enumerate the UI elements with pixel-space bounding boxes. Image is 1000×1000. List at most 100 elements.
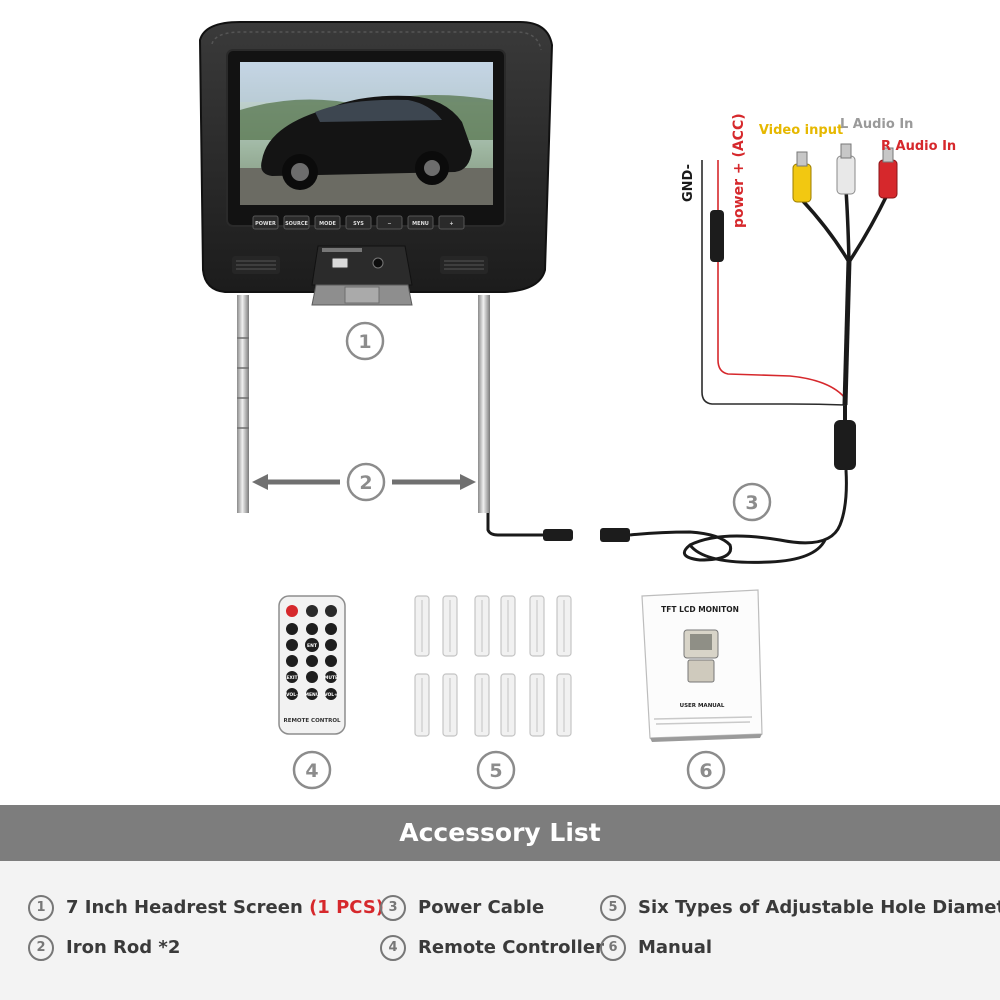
legend-label: Power Cable <box>418 897 545 918</box>
monitor-button[interactable] <box>252 215 279 230</box>
remote-button[interactable] <box>286 671 298 683</box>
remote-key-label: MENU <box>305 692 320 698</box>
callout-number: 3 <box>745 492 758 514</box>
remote-button[interactable] <box>306 605 318 617</box>
remote-button[interactable] <box>325 605 337 617</box>
callout-number: 1 <box>358 331 371 353</box>
legend-label: 7 Inch Headrest Screen <box>66 897 303 918</box>
remote-button[interactable] <box>325 623 337 635</box>
manual-subtitle: USER MANUAL <box>680 703 725 709</box>
legend-number: 1 <box>28 895 54 921</box>
monitor-button[interactable] <box>345 215 372 230</box>
remote-key-label: ENT <box>307 643 318 649</box>
remote-button[interactable] <box>305 638 319 652</box>
monitor-button-label: MENU <box>412 221 429 227</box>
fuse-holder <box>710 210 724 262</box>
legend-item-headrest-screen: 1 7 Inch Headrest Screen (1 PCS) <box>28 893 384 923</box>
legend-item-iron-rod: 2 Iron Rod *2 <box>28 933 180 963</box>
monitor-button[interactable] <box>376 215 403 230</box>
accessory-illustration: POWER SOURCE MODE SYS − MENU + <box>198 21 956 790</box>
accessory-legend: 1 7 Inch Headrest Screen (1 PCS) 2 Iron Ro… <box>0 861 1000 1000</box>
monitor-button-label: MODE <box>319 221 336 227</box>
monitor-button-label: − <box>387 221 391 227</box>
wire-label-r-audio: R Audio In <box>881 139 956 154</box>
legend-number: 3 <box>380 895 406 921</box>
remote-button[interactable] <box>306 623 318 635</box>
user-manual: TFT LCD MONITON USER MANUAL <box>641 589 763 742</box>
remote-button[interactable] <box>325 671 337 683</box>
remote-button[interactable] <box>325 655 337 667</box>
callout-1: 1 <box>345 321 385 361</box>
remote-key-label: VOL+ <box>324 692 338 698</box>
legend-number: 5 <box>600 895 626 921</box>
adjustable-hole-sleeves <box>414 595 572 737</box>
legend-item-remote-controller: 4 Remote Controller <box>380 933 604 963</box>
monitor-screen <box>240 62 493 205</box>
rod-spacing-arrow <box>252 474 476 490</box>
callout-3: 3 <box>732 482 772 522</box>
manual-title: TFT LCD MONITON <box>661 605 739 614</box>
monitor-button-label: SOURCE <box>285 221 308 227</box>
remote-button[interactable] <box>306 671 318 683</box>
rca-video-plug <box>792 151 812 203</box>
callout-number: 6 <box>699 760 712 782</box>
callout-2: 2 <box>346 462 386 502</box>
remote-button[interactable] <box>286 688 298 700</box>
rca-left-audio-plug <box>836 143 856 195</box>
remote-key-label: EXIT <box>286 675 298 681</box>
remote-button[interactable] <box>325 688 337 700</box>
callout-number: 5 <box>489 760 502 782</box>
legend-number: 2 <box>28 935 54 961</box>
callout-6: 6 <box>686 750 726 790</box>
legend-number: 6 <box>600 935 626 961</box>
iron-rod-right <box>478 295 490 513</box>
legend-item-manual: 6 Manual <box>600 933 712 963</box>
headrest-monitor: POWER SOURCE MODE SYS − MENU + <box>198 21 554 513</box>
monitor-button[interactable] <box>438 215 465 230</box>
remote-power-button[interactable] <box>286 605 298 617</box>
callout-number: 4 <box>305 760 318 782</box>
remote-controller: ENT EXIT MUTE VOL- MENU VOL+ REMOTE CONT… <box>278 595 346 735</box>
monitor-button[interactable] <box>407 215 434 230</box>
power-cable <box>486 160 889 564</box>
legend-label: Remote Controller <box>418 937 604 958</box>
cable-connector-male <box>543 529 573 541</box>
remote-keypad <box>286 623 337 700</box>
cable-connector-female <box>600 528 630 542</box>
cable-splitter <box>834 420 856 470</box>
rca-right-audio-plug <box>878 147 898 199</box>
wire-label-video: Video input <box>759 123 843 138</box>
usb-port[interactable] <box>331 257 349 269</box>
wire-label-video-text: Video input <box>759 123 843 138</box>
monitor-button-label: + <box>449 221 453 227</box>
monitor-button-label: POWER <box>255 221 276 227</box>
legend-item-power-cable: 3 Power Cable <box>380 893 544 923</box>
remote-label: REMOTE CONTROL <box>283 718 341 724</box>
legend-label: Six Types of Adjustable Hole Diameter <box>638 897 1000 918</box>
remote-button[interactable] <box>306 688 318 700</box>
monitor-button-panel: POWER SOURCE MODE SYS − MENU + <box>252 215 465 230</box>
audio-jack[interactable] <box>372 257 384 269</box>
monitor-button[interactable] <box>314 215 341 230</box>
iron-rod-left <box>237 295 249 513</box>
wire-label-l-audio: L Audio In <box>840 117 913 132</box>
remote-button[interactable] <box>286 639 298 651</box>
callout-4: 4 <box>292 750 332 790</box>
banner-title: Accessory List <box>399 818 601 847</box>
wire-label-power: power + (ACC) <box>731 113 747 228</box>
remote-key-label: VOL- <box>286 692 298 698</box>
legend-item-hole-sleeves: 5 Six Types of Adjustable Hole Diameter <box>600 893 1000 923</box>
remote-button[interactable] <box>286 623 298 635</box>
remote-button[interactable] <box>325 639 337 651</box>
remote-button[interactable] <box>306 655 318 667</box>
monitor-button[interactable] <box>283 215 310 230</box>
legend-label: Iron Rod *2 <box>66 937 181 958</box>
legend-quantity: (1 PCS) <box>309 897 385 918</box>
remote-key-label: MUTE <box>324 675 338 681</box>
accessory-list-banner: Accessory List <box>0 805 1000 861</box>
callout-5: 5 <box>476 750 516 790</box>
wire-label-gnd: GND- <box>681 164 696 202</box>
remote-button[interactable] <box>286 655 298 667</box>
legend-label: Manual <box>638 937 713 958</box>
legend-number: 4 <box>380 935 406 961</box>
